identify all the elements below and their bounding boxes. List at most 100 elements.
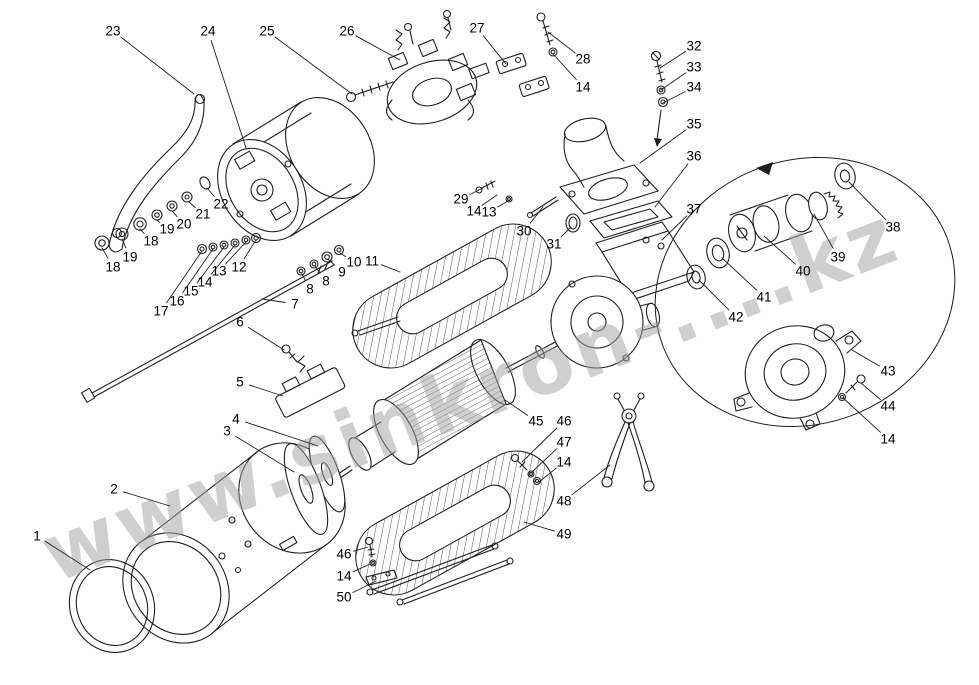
callout-label-38: 38	[885, 220, 900, 235]
parts-41-42-rings	[686, 237, 730, 290]
leader-line	[842, 397, 882, 433]
callout-label-42: 42	[728, 310, 743, 325]
leader-line	[166, 250, 203, 304]
leader-line	[813, 213, 834, 249]
callout-label-6: 6	[236, 315, 244, 330]
callout-label-12: 12	[231, 260, 246, 275]
parts-44-14-bolt	[837, 374, 866, 402]
leader-line	[661, 215, 688, 241]
callout-label-29: 29	[453, 192, 468, 207]
leader-line	[243, 239, 257, 259]
leader-line	[314, 265, 321, 274]
part-27-terminal-plates	[495, 52, 550, 98]
callout-label-4: 4	[232, 412, 240, 427]
callout-label-16: 16	[169, 294, 184, 309]
parts-12-17-washers	[196, 232, 262, 255]
leader-line	[659, 50, 687, 69]
callout-label-41: 41	[756, 290, 771, 305]
callout-label-35: 35	[686, 117, 701, 132]
callout-label-14: 14	[466, 204, 482, 219]
callout-label-43: 43	[880, 364, 895, 379]
leader-line	[851, 349, 880, 367]
leader-line	[504, 399, 529, 416]
callout-label-26: 26	[339, 24, 354, 39]
leader-line	[247, 326, 285, 351]
leader-line	[560, 226, 572, 238]
leader-line	[261, 298, 286, 303]
callout-label-5: 5	[236, 375, 244, 390]
leader-line	[662, 91, 686, 104]
callout-label-23: 23	[105, 24, 120, 39]
callout-label-13: 13	[211, 264, 226, 279]
parts-8-10-washers	[296, 244, 345, 276]
leader-line	[497, 200, 509, 208]
leader-line	[182, 248, 214, 294]
leader-line	[171, 210, 178, 218]
leader-line	[547, 31, 576, 54]
callout-label-10: 10	[346, 255, 361, 270]
part-48-shift-lever	[601, 392, 655, 492]
callout-label-49: 49	[556, 527, 571, 542]
leader-line	[245, 421, 319, 447]
callout-label-47: 47	[556, 435, 571, 450]
callout-label-19: 19	[122, 250, 137, 265]
callout-label-21: 21	[195, 207, 210, 222]
part-36-gasket	[589, 200, 673, 239]
part-49-field-coil-lower	[355, 450, 555, 596]
part-1-retainer-ring	[68, 559, 156, 653]
part-rear-cover	[550, 275, 661, 369]
callout-label-31: 31	[546, 237, 561, 252]
callout-label-14: 14	[556, 455, 572, 470]
part-7-tie-rod	[80, 260, 335, 403]
leader-line	[552, 53, 577, 81]
leader-line	[654, 163, 689, 208]
leader-line	[355, 35, 401, 61]
callout-label-22: 22	[213, 197, 228, 212]
leader-line	[235, 435, 295, 473]
leader-line	[698, 279, 730, 311]
callout-label-40: 40	[795, 264, 810, 279]
leader-line	[210, 244, 236, 275]
leader-line	[763, 235, 797, 265]
leader-line	[101, 247, 109, 259]
leader-line	[481, 194, 498, 206]
callout-label-32: 32	[686, 39, 701, 54]
leader-line	[531, 448, 558, 473]
leader-line	[156, 219, 161, 223]
parts-39-40-drive-clutch	[728, 191, 844, 253]
leader-line	[352, 580, 377, 593]
callout-label-50: 50	[336, 590, 351, 605]
leader-line	[210, 40, 247, 149]
part-25-screw	[345, 80, 394, 103]
leader-line	[571, 464, 611, 496]
callout-label-8: 8	[306, 282, 314, 297]
callout-label-18: 18	[143, 234, 158, 249]
parts-29-31-fasteners	[475, 180, 581, 233]
callout-label-14: 14	[880, 432, 896, 447]
leader-line	[225, 241, 247, 265]
callout-label-46: 46	[556, 414, 571, 429]
parts-46-14-50-bottom	[364, 536, 398, 586]
leader-line	[188, 201, 196, 208]
part-45-armature	[337, 328, 581, 479]
callout-label-45: 45	[528, 414, 543, 429]
leader-line	[660, 72, 687, 91]
part-5-brush-holder	[275, 355, 346, 418]
callout-label-7: 7	[291, 297, 299, 312]
callout-label-20: 20	[176, 217, 191, 232]
callout-label-33: 33	[686, 60, 701, 75]
callout-label-25: 25	[259, 24, 274, 39]
leader-line	[860, 382, 881, 400]
leader-line	[44, 540, 91, 571]
callout-label-36: 36	[686, 149, 701, 164]
leader-line	[327, 258, 336, 266]
leader-line	[249, 384, 284, 397]
callout-label-18: 18	[105, 260, 120, 275]
part-26-brush-plate	[385, 9, 490, 125]
leader-line	[482, 35, 507, 65]
callout-label-11: 11	[365, 254, 379, 269]
leader-line	[721, 257, 758, 291]
part-24-end-housing	[217, 96, 375, 242]
leader-line	[339, 252, 347, 258]
